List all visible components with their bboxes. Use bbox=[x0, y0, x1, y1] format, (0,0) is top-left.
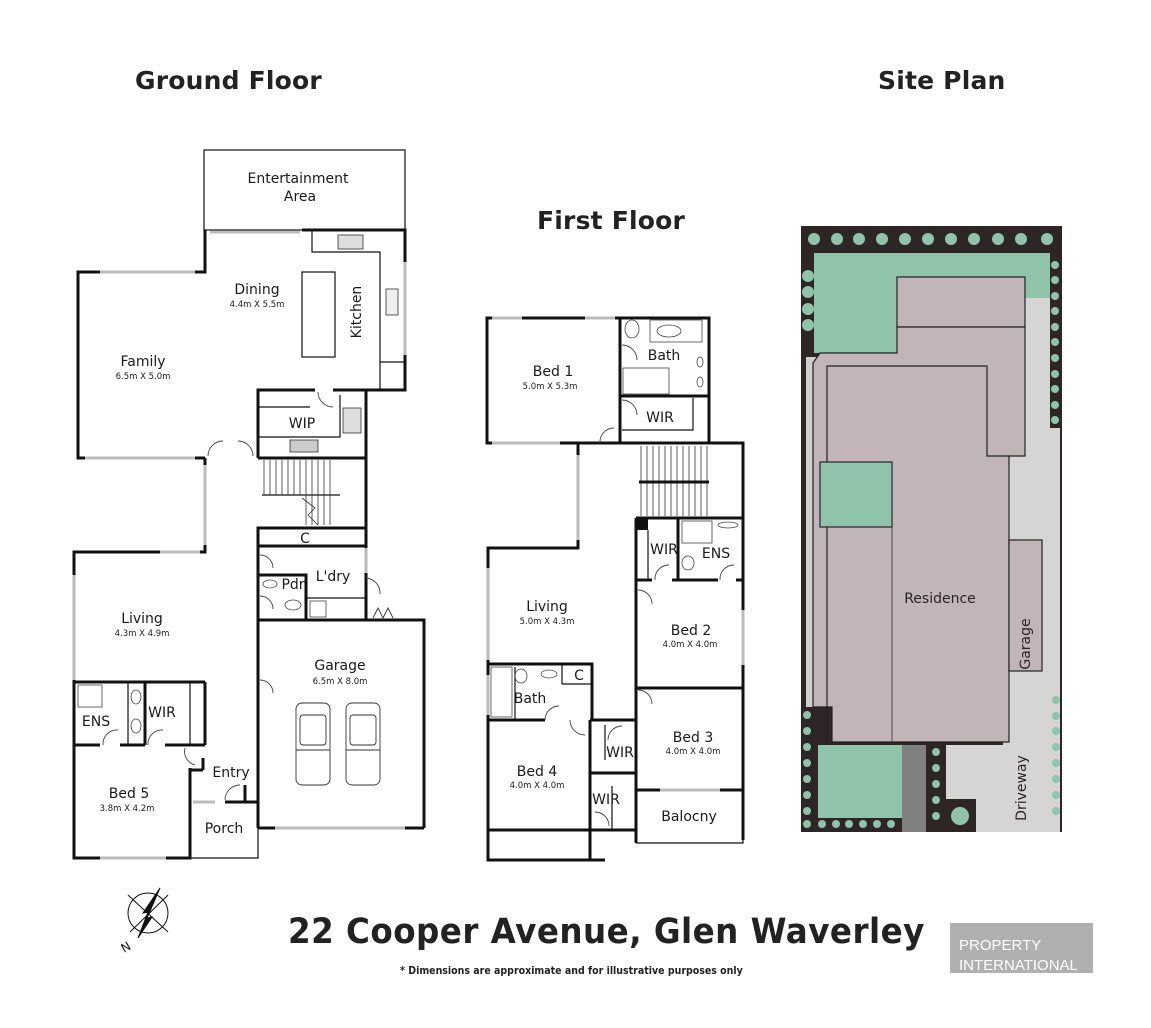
logo-line-1: PROPERTY bbox=[959, 937, 1042, 954]
site-plan: Residence Garage Driveway bbox=[801, 226, 1062, 832]
laundry-tub-icon bbox=[309, 600, 327, 618]
car-icon bbox=[295, 702, 381, 786]
room-dims: 5.0m X 5.3m bbox=[523, 382, 578, 392]
room-label: Bed 5 bbox=[109, 786, 149, 802]
room-dims: 4.4m X 5.5m bbox=[230, 300, 285, 310]
compass-north-label: N bbox=[119, 939, 134, 956]
room-dims: 6.5m X 5.0m bbox=[116, 372, 171, 382]
agency-logo: PROPERTY INTERNATIONAL bbox=[950, 923, 1093, 973]
garage-label: Garage bbox=[1018, 618, 1034, 669]
site-plan-heading: Site Plan bbox=[878, 66, 1006, 95]
room-label: ENS bbox=[82, 714, 110, 730]
room-label: WIR bbox=[606, 745, 634, 761]
room-label: C bbox=[300, 531, 310, 547]
room-label: C bbox=[574, 668, 584, 684]
room-label: Bed 4 bbox=[517, 764, 558, 780]
room-label: Area bbox=[284, 189, 316, 205]
cooktop-icon bbox=[337, 234, 364, 250]
tree-icon bbox=[951, 807, 969, 825]
ground-stairs bbox=[258, 456, 366, 526]
disclaimer-note: * Dimensions are approximate and for ill… bbox=[400, 965, 743, 977]
room-label: Bed 3 bbox=[673, 730, 713, 746]
room-label: Garage bbox=[314, 658, 365, 674]
room-label: WIR bbox=[650, 542, 678, 558]
ground-floor-plan: Entertainment Area Dining 4.4m X 5.5m Ki… bbox=[72, 149, 426, 860]
room-label: WIR bbox=[646, 410, 674, 426]
room-dims: 4.0m X 4.0m bbox=[510, 781, 565, 791]
room-label: L'dry bbox=[316, 569, 351, 585]
driveway-label: Driveway bbox=[1014, 755, 1030, 821]
residence-roof bbox=[812, 326, 1026, 743]
hedge-shrubs bbox=[802, 233, 1060, 828]
room-label: Bed 2 bbox=[671, 623, 711, 639]
ground-floor-heading: Ground Floor bbox=[135, 66, 322, 95]
room-dims: 3.8m X 4.2m bbox=[100, 804, 155, 814]
room-label: WIR bbox=[148, 705, 176, 721]
wip-sink-icon bbox=[289, 439, 319, 453]
room-label: Entertainment bbox=[247, 171, 349, 187]
residence-label: Residence bbox=[904, 591, 976, 607]
bathtub-icon bbox=[649, 319, 703, 343]
room-label: Entry bbox=[212, 765, 249, 781]
garage-roof bbox=[1008, 539, 1043, 672]
room-label: Bed 1 bbox=[533, 364, 573, 380]
room-label: Kitchen bbox=[349, 286, 365, 339]
room-label: Pdr bbox=[281, 577, 304, 593]
room-label: Family bbox=[120, 354, 165, 370]
room-label: WIP bbox=[289, 416, 315, 432]
room-label: Balocny bbox=[661, 809, 717, 825]
bath-icon bbox=[490, 666, 513, 718]
wip-cooktop-icon bbox=[342, 407, 362, 434]
path bbox=[902, 745, 926, 832]
basin-icon bbox=[262, 579, 278, 589]
shower-icon bbox=[77, 684, 103, 708]
room-label: Living bbox=[121, 611, 163, 627]
shower-icon bbox=[622, 367, 670, 395]
first-floor-heading: First Floor bbox=[537, 206, 686, 235]
column-block bbox=[636, 518, 648, 530]
room-label: WIR bbox=[592, 792, 620, 808]
family-walls bbox=[76, 230, 207, 460]
room-dims: 6.5m X 8.0m bbox=[313, 677, 368, 687]
room-dims: 5.0m X 4.3m bbox=[520, 617, 575, 627]
room-label: Dining bbox=[234, 282, 279, 298]
room-label: Bath bbox=[648, 348, 681, 364]
cupboard-outline bbox=[256, 526, 368, 548]
first-floor-plan: Bed 1 5.0m X 5.3m Bath WIR WIR ENS Livin… bbox=[485, 316, 745, 862]
kitchen-island bbox=[301, 271, 336, 358]
room-label: Porch bbox=[205, 821, 244, 837]
toilet-icon bbox=[624, 319, 640, 339]
toilet-icon bbox=[284, 599, 302, 611]
room-dims: 4.0m X 4.0m bbox=[666, 747, 721, 757]
room-label: Bath bbox=[514, 691, 547, 707]
room-label: ENS bbox=[702, 546, 730, 562]
room-label: Living bbox=[526, 599, 568, 615]
compass-icon: N bbox=[119, 887, 169, 956]
room-dims: 4.3m X 4.9m bbox=[115, 629, 170, 639]
property-address: 22 Cooper Avenue, Glen Waverley bbox=[288, 912, 925, 952]
room-dims: 4.0m X 4.0m bbox=[663, 640, 718, 650]
sink-icon bbox=[385, 288, 399, 316]
logo-line-2: INTERNATIONAL bbox=[959, 957, 1078, 973]
